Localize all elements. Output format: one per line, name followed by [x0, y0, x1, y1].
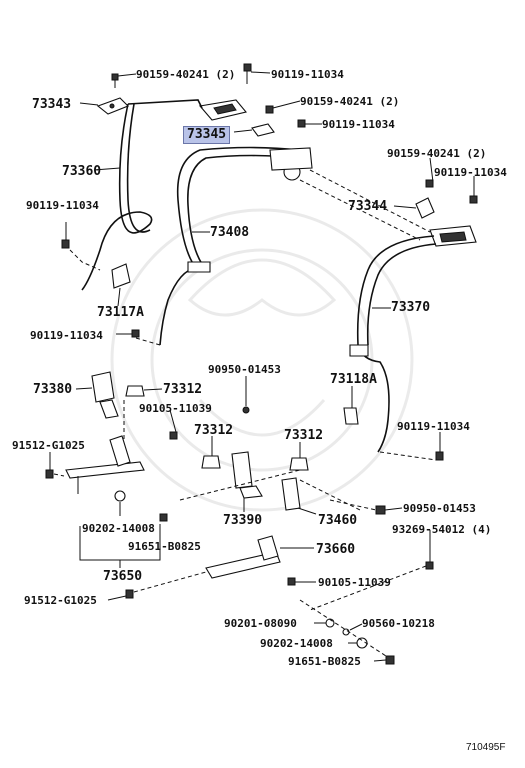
bolt-icon — [45, 469, 54, 479]
part-label: 90105-11039 — [318, 576, 391, 589]
bolt-icon — [243, 63, 252, 84]
part-label: 90159-40241 (2) — [136, 68, 236, 81]
part-label: 73360 — [62, 164, 102, 179]
belt-73408 — [159, 146, 301, 346]
bolt-icon — [425, 179, 434, 188]
buckle-73390 — [231, 451, 263, 499]
part-label: 90119-11034 — [271, 68, 344, 81]
part-label: 73118A — [330, 372, 377, 387]
part-label: 90560-10218 — [362, 617, 435, 630]
part-label: 90159-40241 (2) — [387, 147, 487, 160]
part-label: 90202-14008 — [82, 522, 155, 535]
part-label: 90119-11034 — [26, 199, 99, 212]
washer-icon — [325, 618, 335, 628]
part-label: 73312 — [284, 428, 324, 443]
part-label: 90201-08090 — [224, 617, 297, 630]
bolt-icon — [469, 195, 478, 204]
part-label: 90119-11034 — [30, 329, 103, 342]
part-label: 73408 — [210, 225, 250, 240]
bolt-icon — [287, 577, 296, 586]
part-label: 90119-11034 — [434, 166, 507, 179]
bolt-icon — [131, 329, 140, 338]
screw-icon — [425, 561, 434, 570]
washer-icon — [342, 628, 350, 636]
part-label: 73343 — [32, 97, 72, 112]
part-label: 91651-B0825 — [288, 655, 361, 668]
watermark-emblem — [110, 208, 414, 512]
bolt-icon — [435, 451, 444, 461]
cap-73312 — [289, 457, 309, 471]
part-label: 73117A — [97, 305, 144, 320]
part-label: 73660 — [316, 542, 356, 557]
part-label: 91512-G1025 — [24, 594, 97, 607]
buckle-73380 — [91, 371, 119, 419]
part-label: 73460 — [318, 513, 358, 528]
part-label: 73380 — [33, 382, 73, 397]
bracket-73650 — [65, 435, 145, 494]
part-label: 90119-11034 — [397, 420, 470, 433]
diagram-code: 710495F — [466, 742, 506, 753]
part-label: 90105-11039 — [139, 402, 212, 415]
part-label: 73390 — [223, 513, 263, 528]
buckle-73460 — [281, 477, 301, 511]
bolt-icon — [297, 119, 306, 128]
retractor-right — [429, 225, 477, 247]
bracket-73660 — [205, 535, 281, 579]
cap-73312 — [201, 455, 221, 469]
part-label: 90950-01453 — [403, 502, 476, 515]
retractor-center — [269, 147, 313, 181]
part-label: 93269-54012 (4) — [392, 523, 492, 536]
belt-73360 — [81, 103, 153, 291]
part-label: 73312 — [163, 382, 203, 397]
bolt-icon — [159, 513, 168, 522]
bracket-73117A — [111, 263, 131, 289]
retractor-top — [198, 99, 247, 121]
part-label: 73650 — [103, 569, 143, 584]
part-label: 73344 — [348, 199, 388, 214]
clip-icon — [242, 406, 250, 414]
part-label: 91651-B0825 — [128, 540, 201, 553]
part-label: 90159-40241 (2) — [300, 95, 400, 108]
anchor-73343 — [96, 97, 129, 115]
part-label: 90202-14008 — [260, 637, 333, 650]
clip-icon — [375, 505, 386, 515]
anchor-73344 — [415, 197, 435, 219]
nut-icon — [385, 655, 395, 665]
bolt-icon — [265, 105, 274, 114]
part-label: 90950-01453 — [208, 363, 281, 376]
bracket-73118A — [343, 407, 359, 425]
part-label: 91512-G1025 — [12, 439, 85, 452]
bolt-icon — [111, 73, 119, 88]
bolt-icon — [61, 222, 70, 249]
part-73345 — [251, 123, 275, 137]
part-label: 73312 — [194, 423, 234, 438]
cap-73312 — [125, 385, 145, 397]
part-label-highlighted[interactable]: 73345 — [183, 126, 231, 144]
part-label: 73370 — [391, 300, 431, 315]
bolt-icon — [169, 431, 178, 440]
part-label: 90119-11034 — [322, 118, 395, 131]
bolt-icon — [125, 589, 134, 599]
